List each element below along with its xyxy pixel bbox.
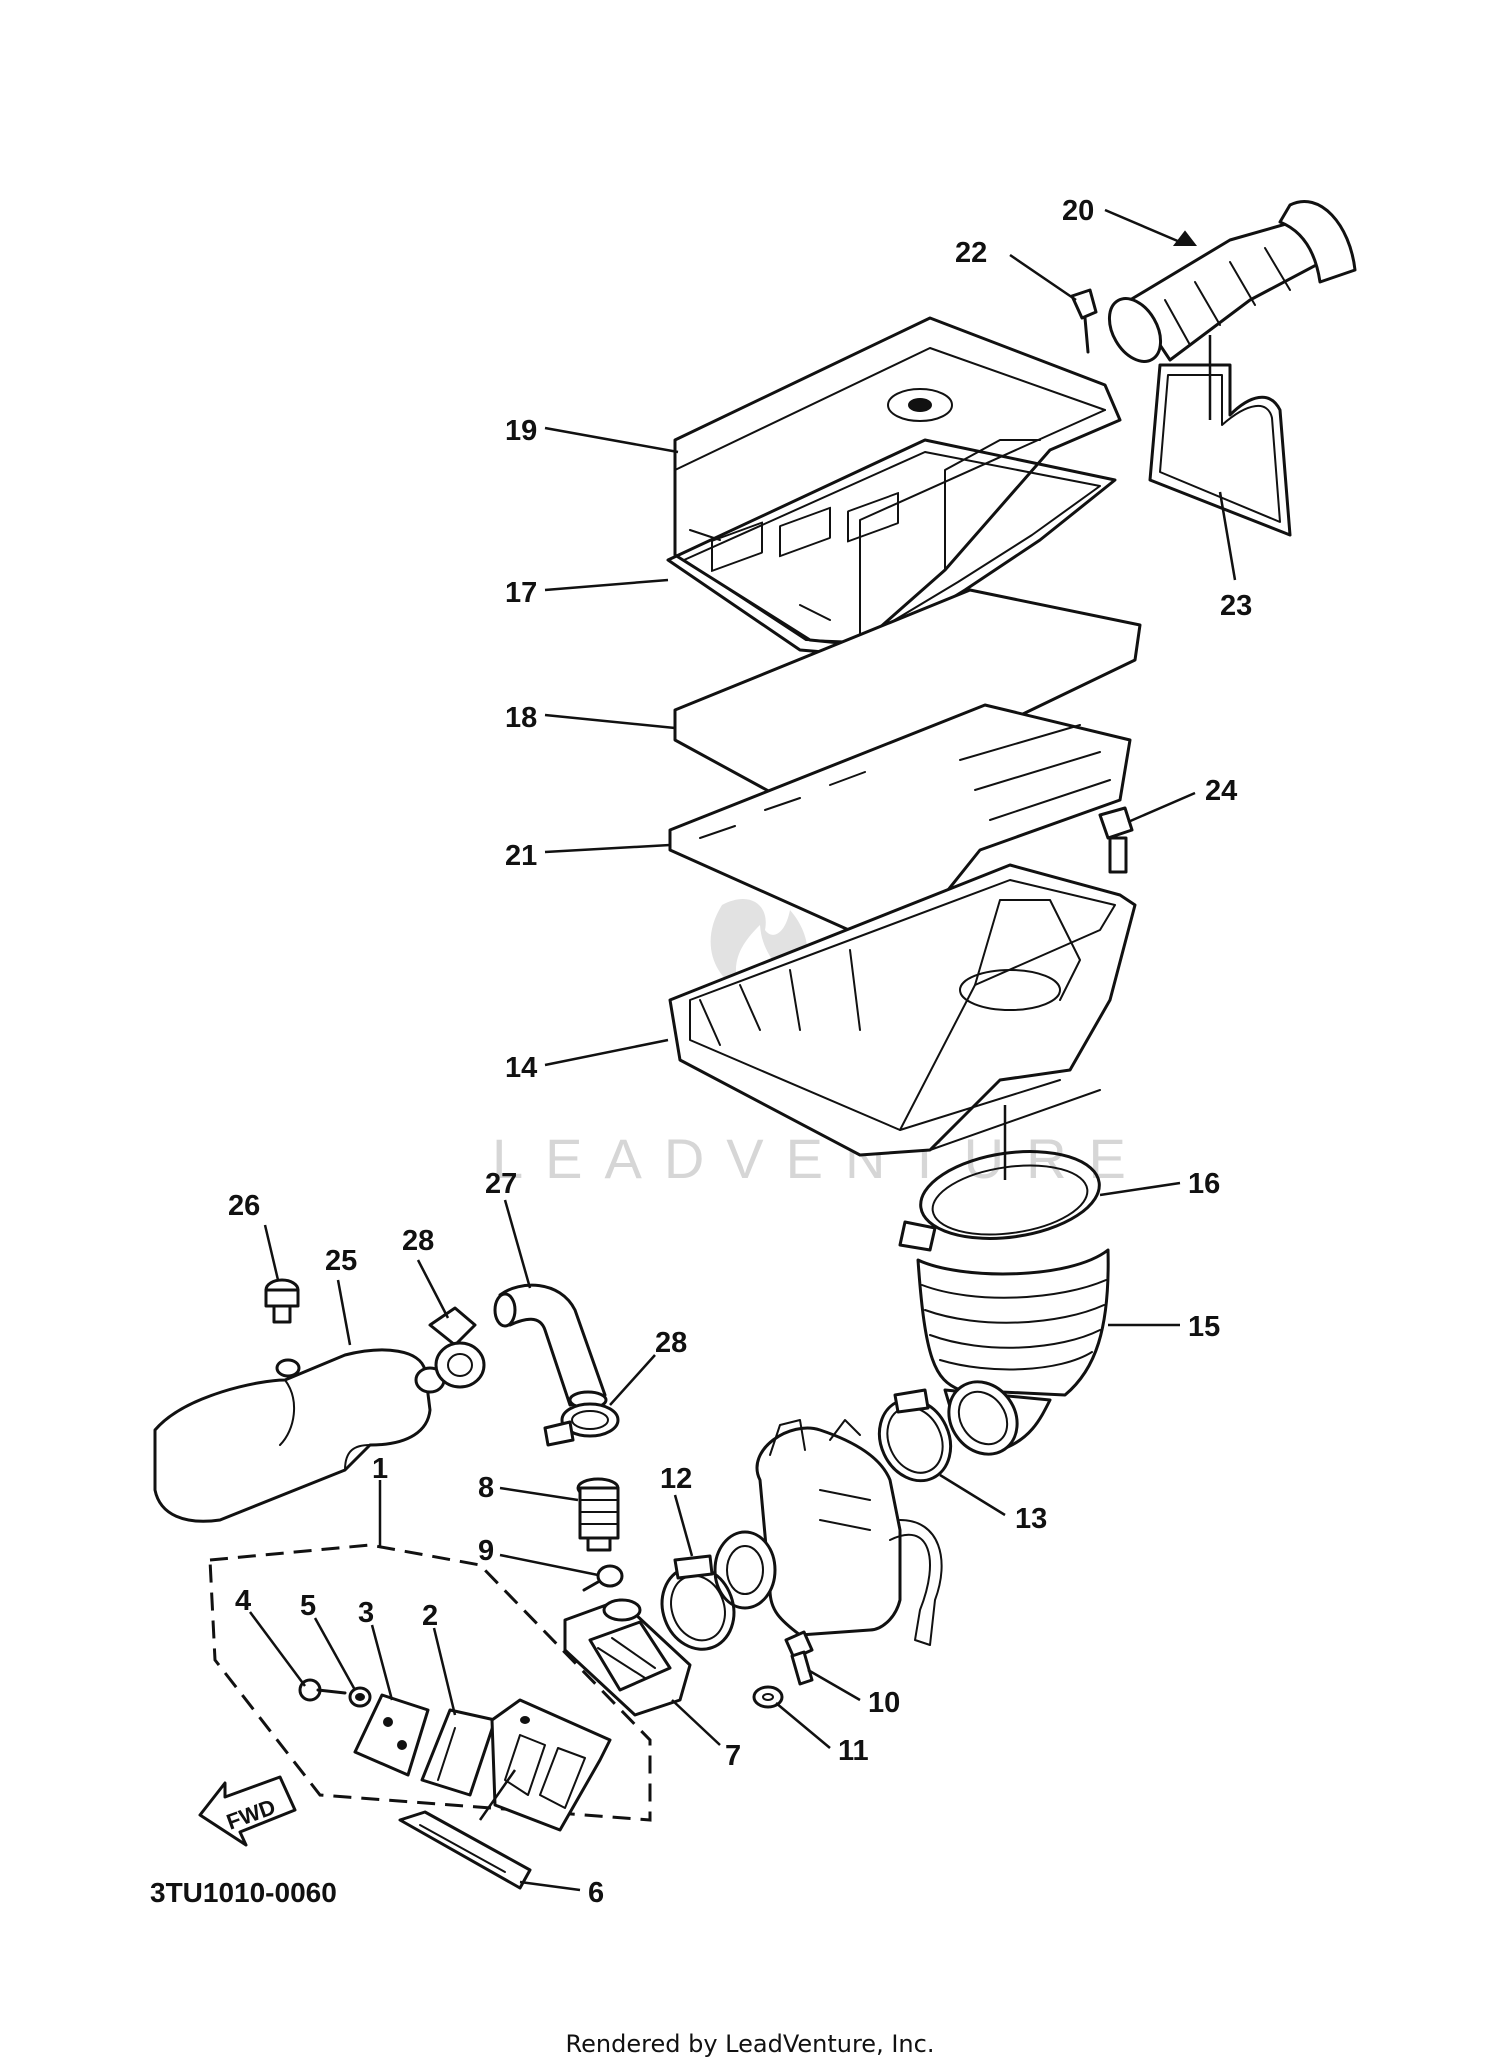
part-26-cap bbox=[264, 1278, 300, 1324]
part-5-washer bbox=[348, 1686, 372, 1708]
part-25-tank bbox=[153, 1348, 446, 1523]
part-12-clamp bbox=[660, 1554, 736, 1651]
watermark-text: LEADVENTURE bbox=[492, 1127, 1148, 1190]
callout-8: 8 bbox=[478, 1472, 494, 1504]
part-3-reed-stopper bbox=[353, 1693, 430, 1777]
callout-9: 9 bbox=[478, 1535, 494, 1567]
callout-24: 24 bbox=[1205, 775, 1237, 807]
callout-18: 18 bbox=[505, 702, 537, 734]
callout-3: 3 bbox=[358, 1597, 374, 1629]
callout-5: 5 bbox=[300, 1590, 316, 1622]
callout-13: 13 bbox=[1015, 1503, 1047, 1535]
callout-10: 10 bbox=[868, 1687, 900, 1719]
callout-6: 6 bbox=[588, 1877, 604, 1909]
part-10-bolt bbox=[784, 1630, 814, 1686]
part-24-bolt bbox=[1098, 806, 1134, 874]
part-15-joint-boot bbox=[916, 1248, 1110, 1456]
carburetor bbox=[713, 1419, 943, 1646]
callout-11: 11 bbox=[838, 1735, 869, 1767]
callout-28-upper: 28 bbox=[402, 1225, 434, 1257]
callout-28-lower: 28 bbox=[655, 1327, 687, 1359]
part-21-filter-guide bbox=[668, 492, 1132, 937]
leader-lines bbox=[248, 208, 1237, 1892]
callout-15: 15 bbox=[1188, 1311, 1220, 1343]
callout-23: 23 bbox=[1220, 590, 1252, 622]
reed-valve-body bbox=[490, 1698, 612, 1832]
part-23-gasket bbox=[1148, 335, 1292, 537]
drawing-code: 3TU1010-0060 bbox=[150, 1877, 337, 1908]
callout-4: 4 bbox=[235, 1585, 251, 1617]
callout-26: 26 bbox=[228, 1190, 260, 1222]
part-17-seal bbox=[666, 438, 1117, 657]
part-8-nipple bbox=[576, 1477, 620, 1552]
fwd-arrow: FWD bbox=[198, 1775, 297, 1847]
callout-7: 7 bbox=[725, 1740, 741, 1772]
part-16-clamp-band bbox=[898, 1105, 1101, 1252]
callout-19: 19 bbox=[505, 415, 537, 447]
footer-credit: Rendered by LeadVenture, Inc. bbox=[565, 2030, 935, 2058]
callout-25: 25 bbox=[325, 1245, 357, 1277]
callout-22: 22 bbox=[955, 237, 987, 269]
callout-20: 20 bbox=[1062, 195, 1094, 227]
part-28-clamp-lower bbox=[543, 1402, 620, 1447]
callout-labels: 20 22 19 17 23 18 24 21 14 16 15 26 25 2… bbox=[228, 195, 1252, 1909]
callout-27: 27 bbox=[485, 1168, 517, 1200]
callout-12: 12 bbox=[660, 1463, 692, 1495]
part-28-clamp-upper bbox=[428, 1306, 486, 1389]
part-1-reed-valve-assembly bbox=[208, 1480, 652, 1822]
part-13-hose-clamp bbox=[877, 1388, 953, 1483]
part-19-airbox-cover bbox=[673, 316, 1122, 647]
callout-21: 21 bbox=[505, 840, 537, 872]
callout-1: 1 bbox=[372, 1453, 388, 1485]
callout-17: 17 bbox=[505, 577, 537, 609]
callout-16: 16 bbox=[1188, 1168, 1220, 1200]
part-14-airbox-case bbox=[668, 863, 1137, 1157]
part-4-screw bbox=[298, 1678, 347, 1702]
callout-14: 14 bbox=[505, 1052, 537, 1084]
part-11-washer bbox=[752, 1685, 784, 1709]
part-27-hose bbox=[493, 1283, 608, 1410]
part-7-flange bbox=[563, 1598, 692, 1717]
callout-2: 2 bbox=[422, 1600, 438, 1632]
part-9-clip bbox=[582, 1564, 624, 1592]
part-6-gasket bbox=[398, 1769, 532, 1890]
part-20-intake-duct bbox=[1107, 199, 1357, 363]
part-22-screw bbox=[1070, 288, 1098, 354]
part-2-reed-valve bbox=[420, 1708, 497, 1797]
